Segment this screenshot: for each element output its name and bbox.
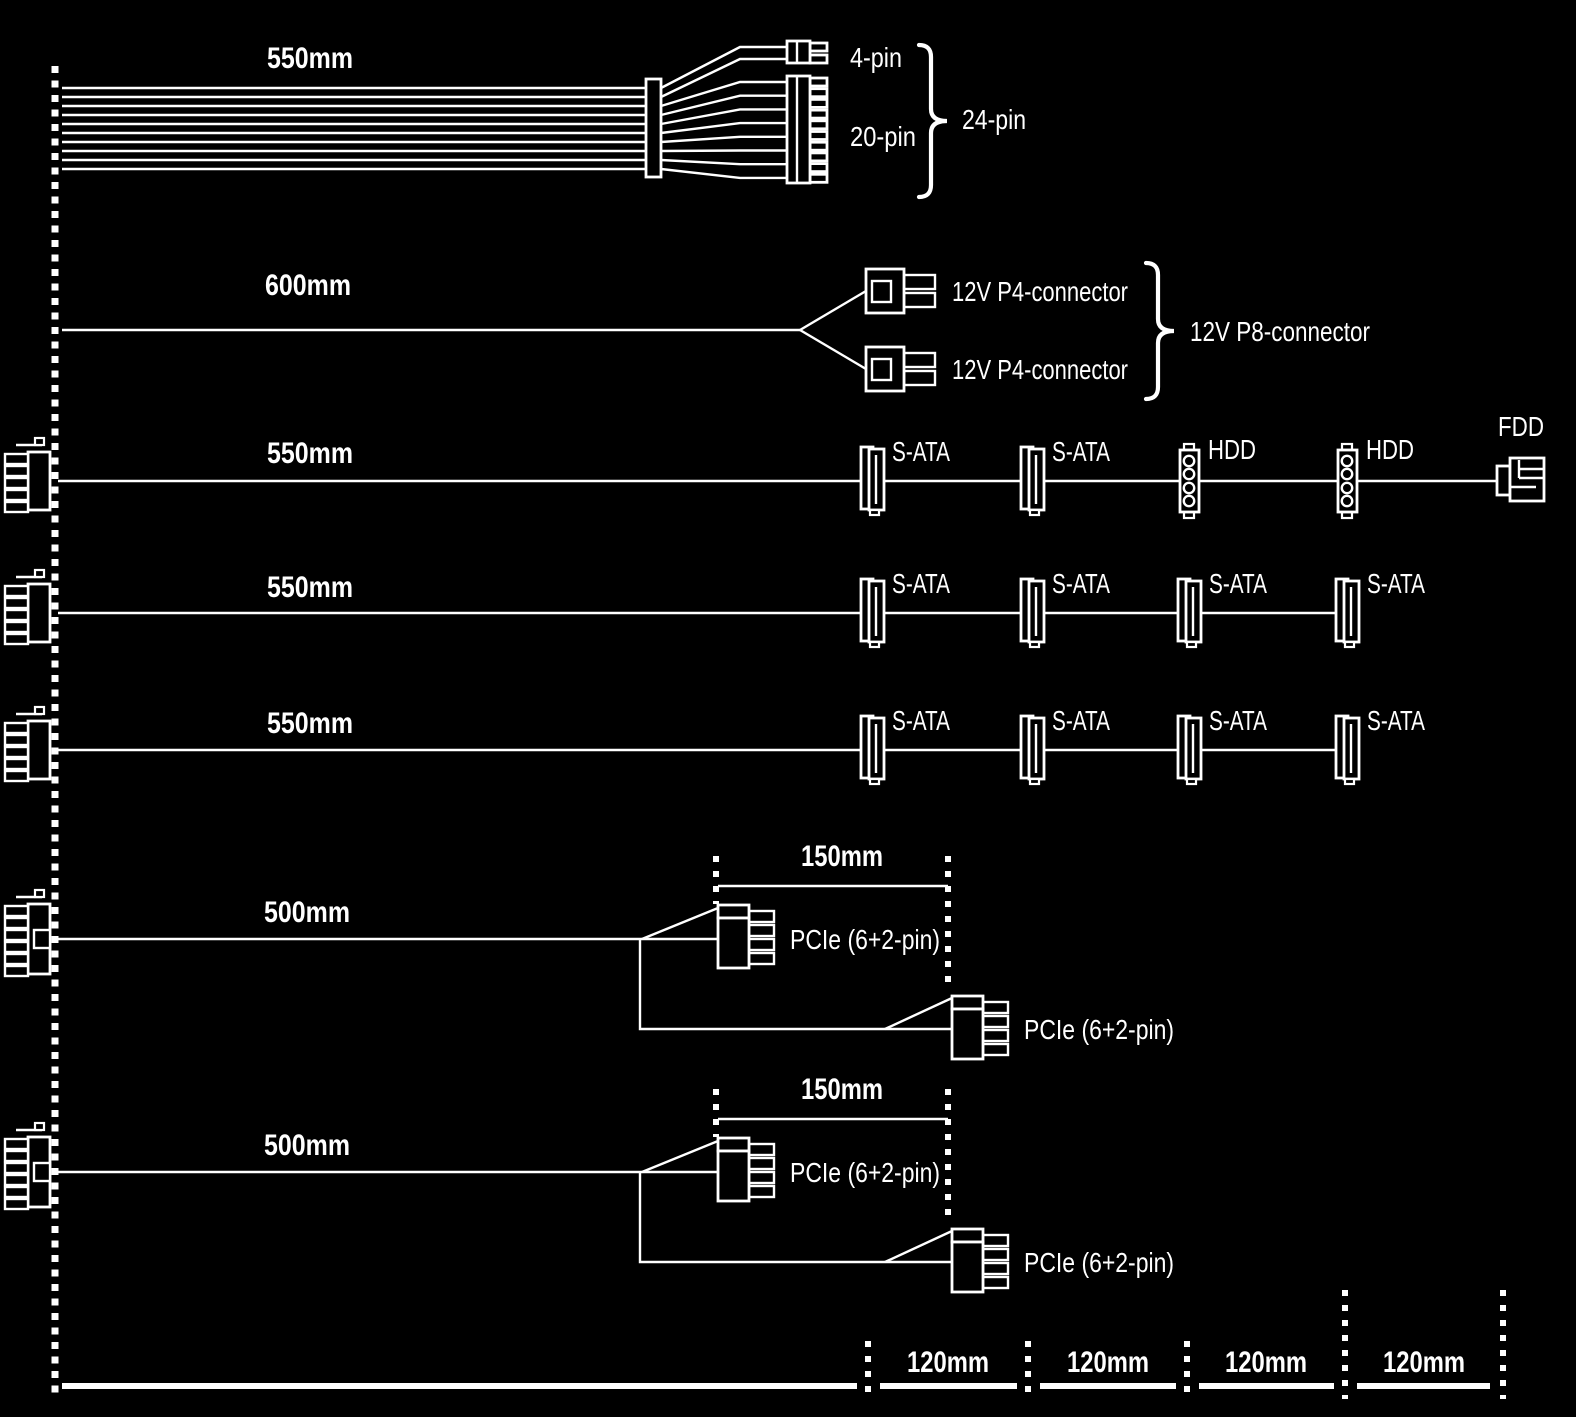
spacing-label: 150mm: [801, 1073, 883, 1106]
connector-label: PCIe (6+2-pin): [790, 1157, 940, 1188]
pitch-label: 120mm: [1383, 1346, 1465, 1379]
sata-connector: [1176, 714, 1203, 786]
connector-label: PCIe (6+2-pin): [790, 924, 940, 955]
cable-length-label: 500mm: [264, 896, 350, 929]
bundle-brace: [1143, 260, 1175, 402]
connector-label: 4-pin: [850, 42, 902, 73]
psu-plug: [3, 705, 52, 783]
bottom-ruler: 120mm 120mm 120mm 120mm: [62, 1290, 1506, 1399]
sata-connector: [859, 577, 886, 649]
hdd-connector: [1336, 442, 1359, 520]
p4-connector: [864, 345, 937, 393]
sata-connector: [1334, 714, 1361, 786]
sata-connector: [859, 714, 886, 786]
psu-plug: [3, 568, 52, 646]
connector-label: HDD: [1208, 434, 1256, 465]
pcie-connector: [716, 1136, 776, 1203]
bundle-label: 12V P8-connector: [1190, 316, 1370, 347]
psu-plug: [3, 436, 52, 514]
connector-label: S-ATA: [892, 705, 950, 736]
sata-connector: [1019, 445, 1046, 517]
connector-label: 20-pin: [850, 121, 916, 152]
bundle-brace: [916, 42, 948, 200]
atx-cable: 550mm: [62, 39, 1026, 200]
atx-20pin-connector: [785, 74, 829, 185]
p4-connector: [864, 267, 937, 315]
connector-label: FDD: [1498, 411, 1544, 442]
pcie-cable-1: 500mm 150mm PCIe (6+2-pin) PCIe (6+2-pin…: [3, 840, 1174, 1061]
sata-connector: [1334, 577, 1361, 649]
cpu-cable: 600mm 12V P4-connector 12V P4-connector …: [62, 260, 1370, 402]
cable-length-label: 550mm: [267, 437, 353, 470]
connector-label: S-ATA: [892, 568, 950, 599]
connector-label: HDD: [1366, 434, 1414, 465]
connector-label: S-ATA: [1367, 705, 1425, 736]
spacing-label: 150mm: [801, 840, 883, 873]
connector-label: 12V P4-connector: [952, 276, 1128, 307]
pitch-label: 120mm: [907, 1346, 989, 1379]
cable-length-label: 500mm: [264, 1129, 350, 1162]
psu-plug: [3, 888, 52, 978]
pcie-connector: [950, 994, 1010, 1061]
cable-length-label: 550mm: [267, 42, 353, 75]
psu-plug: [3, 1121, 52, 1211]
pcie-connector: [950, 1227, 1010, 1294]
connector-label: PCIe (6+2-pin): [1024, 1014, 1174, 1045]
sata-cable-2: 550mm S-ATA S-ATA S-ATA S-ATA: [3, 705, 1425, 786]
connector-label: S-ATA: [1367, 568, 1425, 599]
cable-comb: [644, 77, 663, 179]
sata-connector: [1176, 577, 1203, 649]
ribbon-wires: [62, 86, 648, 171]
hdd-connector: [1178, 442, 1201, 520]
connector-label: S-ATA: [1052, 568, 1110, 599]
connector-label: S-ATA: [1209, 568, 1267, 599]
connector-label: S-ATA: [1209, 705, 1267, 736]
pcie-cable-2: 500mm 150mm PCIe (6+2-pin) PCIe (6+2-pin…: [3, 1073, 1174, 1294]
connector-label: S-ATA: [1052, 436, 1110, 467]
fanout-wires: [660, 45, 788, 180]
connector-label: 12V P4-connector: [952, 354, 1128, 385]
peripheral-cable: 550mm S-ATA S-ATA HDD HDD FDD: [3, 411, 1546, 520]
sata-connector: [1019, 714, 1046, 786]
cable-length-label: 550mm: [267, 707, 353, 740]
sata-connector: [859, 445, 886, 517]
connector-label: S-ATA: [892, 436, 950, 467]
pcie-connector: [716, 903, 776, 970]
atx-4pin-connector: [785, 39, 829, 65]
fdd-connector: [1495, 456, 1546, 503]
connector-label: S-ATA: [1052, 705, 1110, 736]
connector-label: PCIe (6+2-pin): [1024, 1247, 1174, 1278]
bundle-label: 24-pin: [962, 104, 1026, 135]
pitch-label: 120mm: [1067, 1346, 1149, 1379]
sata-connector: [1019, 577, 1046, 649]
sata-cable-1: 550mm S-ATA S-ATA S-ATA S-ATA: [3, 568, 1425, 649]
cable-length-label: 600mm: [265, 269, 351, 302]
pitch-label: 120mm: [1225, 1346, 1307, 1379]
cable-length-label: 550mm: [267, 571, 353, 604]
